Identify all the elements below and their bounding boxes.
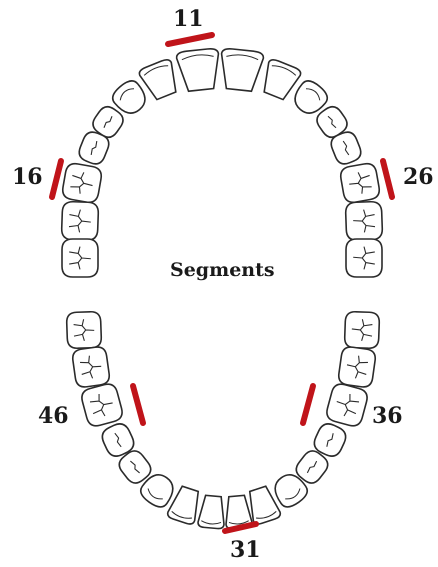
upper-tooth [316,105,348,139]
label-36: 36 [372,403,403,429]
lower-tooth [71,346,111,388]
label-16: 16 [12,164,43,190]
lower-tooth [274,474,309,508]
label-11: 11 [173,6,204,32]
segment-marker-16 [49,158,64,200]
lower-tooth [343,310,381,350]
upper-tooth [60,200,100,242]
upper-tooth [61,162,103,204]
upper-tooth [339,162,381,204]
upper-arch [60,48,384,278]
lower-tooth [101,423,135,457]
label-31: 31 [230,537,261,563]
segment-marker-46 [130,383,146,426]
segment-marker-26 [380,158,395,200]
upper-tooth [345,238,383,278]
lower-tooth [139,474,174,508]
segment-markers [49,32,395,534]
lower-tooth [197,494,225,530]
upper-tooth [294,80,329,114]
lower-tooth [118,450,152,484]
upper-tooth [263,58,302,101]
lower-tooth [166,485,200,525]
lower-tooth [248,485,282,525]
upper-tooth [220,48,265,93]
diagram-title: Segments [170,259,275,281]
upper-tooth [61,238,99,278]
upper-tooth [78,131,110,165]
lower-arch [65,310,381,530]
lower-tooth [81,383,123,427]
upper-tooth [330,131,362,165]
lower-tooth [326,383,368,427]
label-46: 46 [38,403,69,429]
upper-tooth [138,58,177,101]
segment-marker-36 [300,383,316,426]
segment-marker-31 [222,521,259,534]
label-26: 26 [403,164,434,190]
upper-tooth [175,48,220,93]
upper-tooth [92,105,124,139]
lower-tooth [295,450,329,484]
lower-tooth [65,310,103,350]
upper-tooth [344,200,384,242]
lower-tooth [337,346,377,388]
segment-marker-11 [165,32,215,47]
lower-tooth [313,423,347,457]
